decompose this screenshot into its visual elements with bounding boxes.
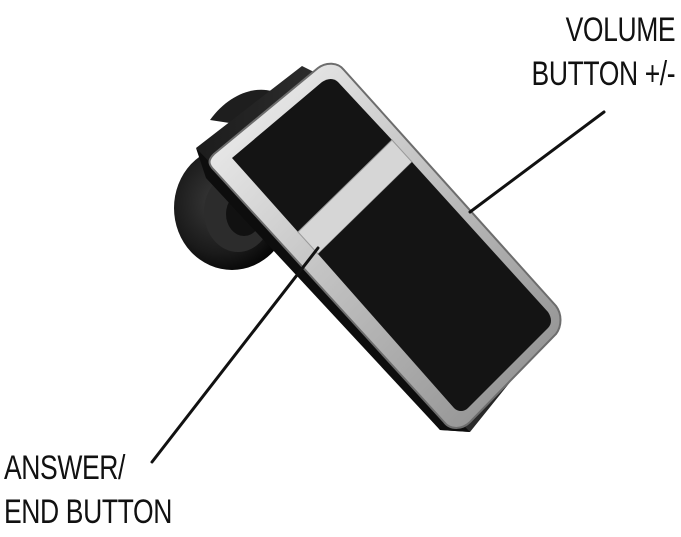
answer-leader-line — [150, 246, 320, 464]
volume-callout-line2: BUTTON +/- — [531, 55, 675, 93]
answer-callout-line1: ANSWER/ — [4, 449, 126, 487]
answer-end-button-callout: ANSWER/ END BUTTON — [4, 446, 172, 534]
volume-callout-line1: VOLUME — [565, 11, 675, 49]
answer-callout-line2: END BUTTON — [4, 493, 173, 531]
upper-panel — [232, 79, 392, 232]
volume-button-callout: VOLUME BUTTON +/- — [531, 8, 675, 96]
volume-leader-line — [468, 110, 606, 214]
lower-panel — [318, 162, 551, 411]
